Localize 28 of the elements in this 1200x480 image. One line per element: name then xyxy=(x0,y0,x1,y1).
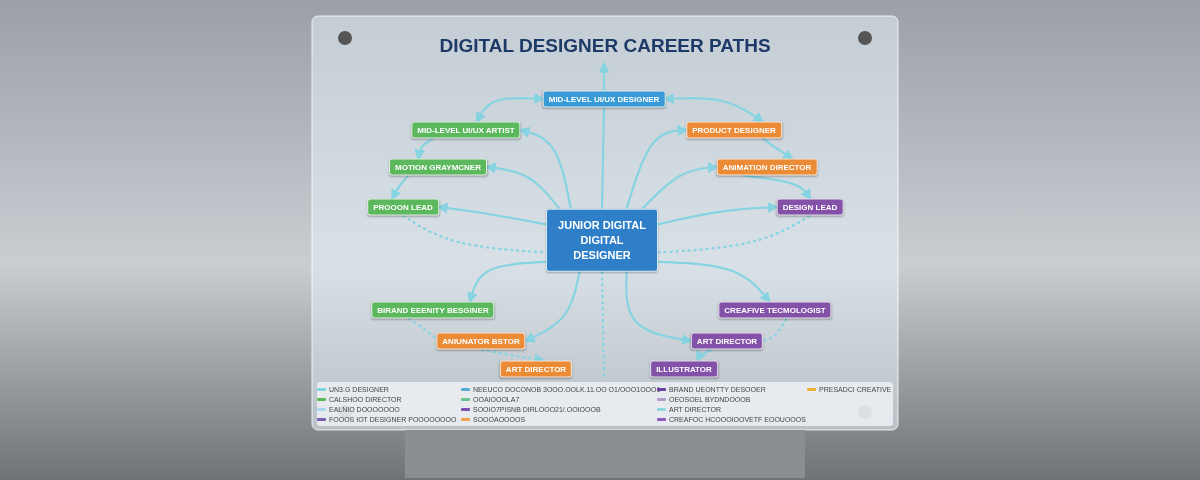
role-box: PRODUCT DESIGNER xyxy=(686,121,782,139)
connector-arrow xyxy=(391,174,410,201)
role-box: ILLUSTRATOR xyxy=(650,360,718,378)
connector-arrow xyxy=(641,162,719,210)
role-box: DESIGN LEAD xyxy=(776,198,844,216)
role-box: ART DIRECTOR xyxy=(690,332,764,350)
diagram-title: DIGITAL DESIGNER CAREER PATHS xyxy=(439,35,771,57)
start-role-box: JUNIOR DIGITAL DIGITAL DESIGNER xyxy=(546,208,658,272)
role-box: MID-LEVEL UI/UX DESIGNER xyxy=(542,90,666,108)
connector-arrow xyxy=(598,61,610,91)
role-box: CREAFIVE TECMOLOGIST xyxy=(718,301,832,319)
connector-arrow xyxy=(657,201,779,226)
role-box: MID-LEVEL UI/UX ARTIST xyxy=(411,121,521,139)
connector-arrow xyxy=(467,260,547,304)
connector-arrow xyxy=(657,260,771,304)
role-box: PROOON LEAD xyxy=(367,198,439,216)
role-box: MOTION GRAYMCNER xyxy=(389,158,487,176)
role-box: BIRAND EEENITY BESGINER xyxy=(371,301,495,319)
role-box: ANIUNATOR BSTOR xyxy=(436,332,526,350)
connector-arrow xyxy=(625,271,693,345)
role-box: ANIMATION DIRECTOR xyxy=(716,158,818,176)
connector-arrow xyxy=(696,348,713,363)
role-box: ART DIRECTOR xyxy=(499,360,573,378)
connector-arrow xyxy=(762,137,794,160)
connector-arrow xyxy=(663,93,765,123)
connector-arrow xyxy=(741,174,812,201)
connector-arrow xyxy=(475,93,545,124)
connector-arrow xyxy=(414,137,434,161)
